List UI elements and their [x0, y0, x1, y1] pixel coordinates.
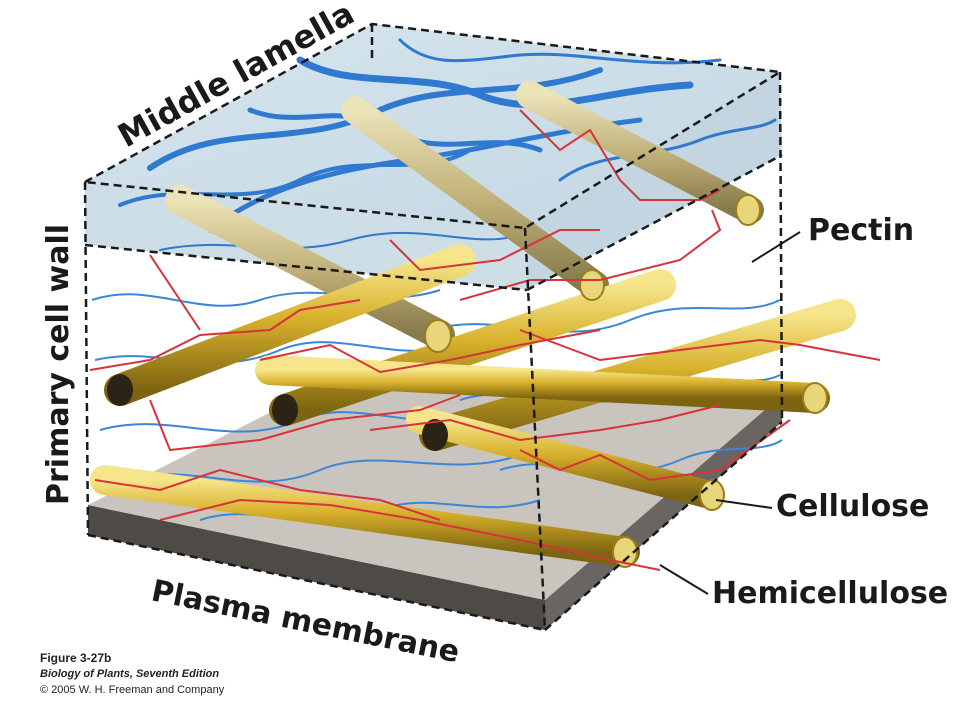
wall-box-outline [80, 22, 784, 632]
label-hemicellulose: Hemicellulose [712, 576, 948, 611]
leader-lines [659, 231, 801, 595]
cellulose-leader [715, 499, 773, 509]
hemicellulose-strands [89, 109, 881, 571]
figure-number: Figure 3-27b [40, 651, 112, 665]
cellulose-fibrils [90, 194, 856, 568]
label-cellulose: Cellulose [776, 489, 929, 524]
label-primary-cell-wall: Primary cell wall [41, 224, 76, 505]
plasma-membrane [88, 382, 782, 630]
pectin-leader [751, 231, 801, 263]
label-pectin: Pectin [808, 213, 914, 248]
book-title: Biology of Plants, Seventh Edition [40, 668, 220, 680]
figure-caption: Figure 3-27b Biology of Plants, Seventh … [40, 650, 224, 698]
copyright-line: © 2005 W. H. Freeman and Company [40, 684, 225, 696]
hemicellulose-leader [659, 564, 709, 595]
